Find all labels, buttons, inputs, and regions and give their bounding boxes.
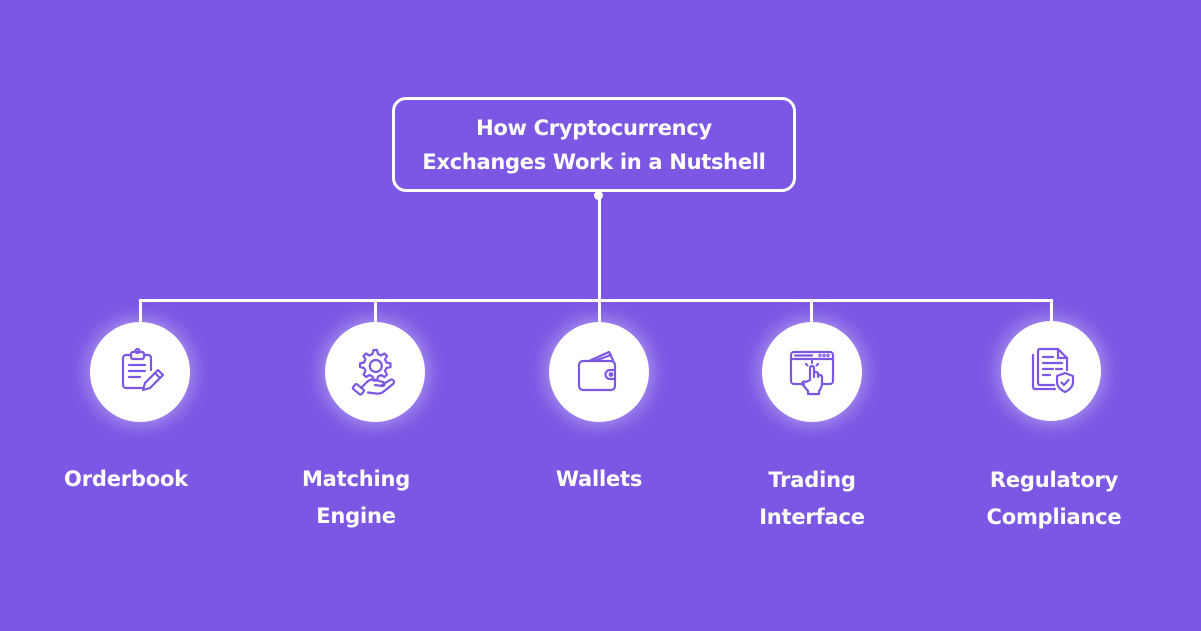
branch-line-compliance (1050, 299, 1053, 324)
branch-line-matching (374, 299, 377, 324)
title-line-2: Exchanges Work in a Nutshell (422, 149, 766, 174)
branch-horizontal-line (139, 299, 1053, 302)
node-orderbook (90, 322, 190, 422)
gear-hand-icon (351, 348, 396, 396)
label-orderbook: Orderbook (64, 467, 188, 491)
node-wallets (549, 322, 649, 422)
label-trading-interface: Trading Interface (759, 468, 865, 529)
branch-line-wallets (598, 299, 601, 324)
title-box: How Cryptocurrency Exchanges Work in a N… (392, 97, 796, 192)
browser-click-icon (789, 350, 835, 396)
branch-line-trading (810, 299, 813, 324)
label-matching-engine: Matching Engine (301, 467, 411, 528)
document-shield-icon (1031, 347, 1075, 394)
clipboard-edit-icon (121, 347, 165, 392)
node-trading-interface (762, 322, 862, 422)
trunk-line (598, 195, 601, 302)
node-regulatory-compliance (1001, 321, 1101, 421)
label-wallets: Wallets (555, 467, 643, 491)
label-regulatory-compliance: Regulatory Compliance (986, 468, 1122, 529)
node-matching-engine (325, 322, 425, 422)
title-line-1: How Cryptocurrency (476, 115, 712, 140)
wallet-icon (577, 350, 617, 392)
branch-line-orderbook (139, 299, 142, 324)
